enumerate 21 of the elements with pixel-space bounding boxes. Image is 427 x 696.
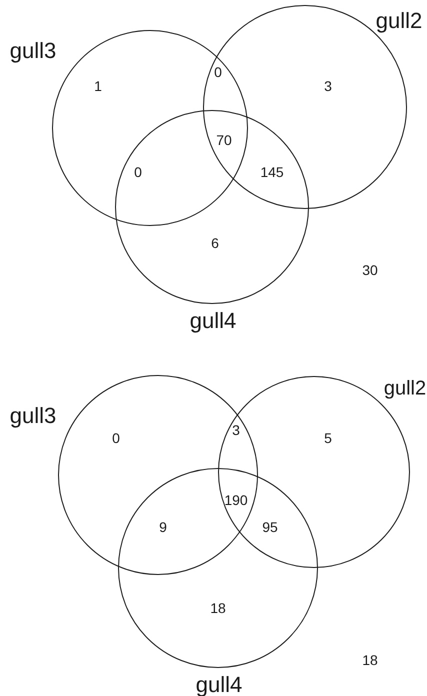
region-count: 0: [134, 164, 142, 180]
set-label: gull3: [10, 403, 56, 429]
region-count: 0: [214, 64, 222, 80]
set-label: gull3: [10, 38, 56, 64]
region-count: 95: [262, 519, 278, 535]
set-label: gull2: [384, 378, 426, 400]
set-label: gull2: [376, 8, 422, 34]
region-count: 0: [112, 430, 120, 446]
region-count: 145: [260, 164, 284, 180]
region-count: 6: [211, 235, 219, 251]
region-count: 190: [224, 492, 248, 508]
region-count: 3: [232, 422, 240, 438]
region-count: 70: [216, 132, 232, 148]
region-count: 30: [362, 262, 378, 278]
region-count: 18: [210, 600, 226, 616]
region-count: 1: [94, 78, 102, 94]
region-count: 18: [362, 652, 378, 668]
set-label: gull4: [190, 308, 236, 334]
region-count: 5: [324, 430, 332, 446]
region-count: 3: [324, 78, 332, 94]
region-count: 9: [159, 519, 167, 535]
